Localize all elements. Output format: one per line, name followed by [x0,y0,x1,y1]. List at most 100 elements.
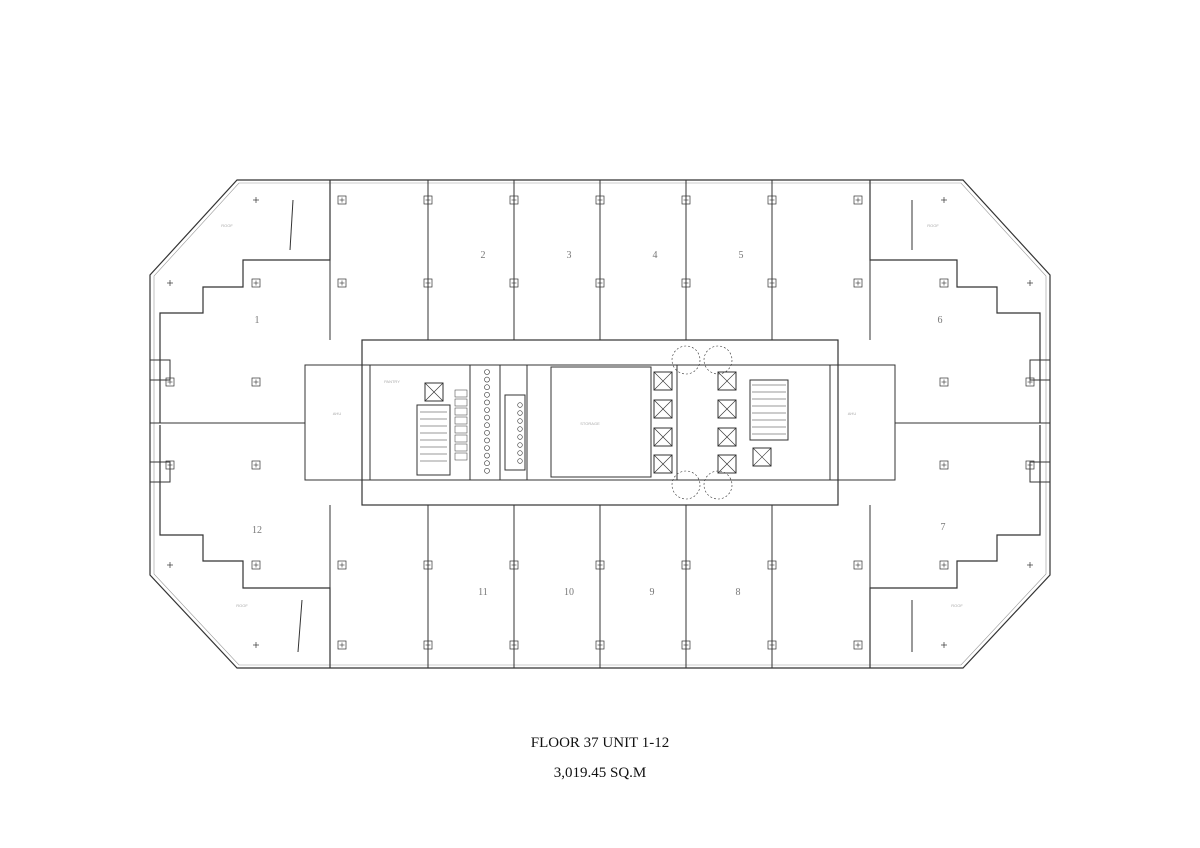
facade-fin-1 [149,461,171,483]
outer-wall-inner [153,182,1047,666]
toilet-fixture [517,410,523,416]
column-marker [509,195,519,205]
unit-label-12: 12 [252,525,262,536]
toilet-stall [454,443,468,452]
floor-area: 3,019.45 SQ.M [553,765,647,781]
room-label-roof-tl: ROOF [221,223,233,228]
toilet-fixture [484,460,490,467]
unit-label-8: 8 [736,587,741,598]
toilet-stall [454,452,468,461]
toilet-fixture [517,434,523,440]
lift-4-x [717,371,737,391]
ahu-room-left [304,364,371,481]
lift-9-x [752,447,772,467]
roof-line-tl [289,199,294,251]
unit-label-6: 6 [938,315,943,326]
lift-0 [653,371,673,391]
lift-8 [424,382,444,402]
lobby-door-2 [671,470,701,500]
toilet-fixture [484,369,490,375]
column-marker [337,560,347,570]
toilet-fixture [484,384,490,391]
unit-label-7: 7 [941,522,946,533]
unit-label-11: 11 [478,587,488,598]
lobby-door-0 [671,345,701,375]
toilet-fixture [484,414,490,421]
floor-title: FLOOR 37 UNIT 1-12 [530,735,670,751]
column-marker [337,640,347,650]
facade-fin-0 [149,359,171,381]
facade-step-2 [159,425,331,668]
lift-6-x [717,427,737,447]
column-marker [251,460,261,470]
unit-label-3: 3 [567,250,572,261]
toilet-stall [454,389,468,398]
lift-4 [717,371,737,391]
column-marker [251,278,261,288]
lift-6 [717,427,737,447]
unit-label-1: 1 [255,315,260,326]
room-label-ahu-left: AHU [333,411,342,416]
facade-step-3 [869,425,1041,668]
column-marker [939,377,949,387]
column-marker [853,640,863,650]
stair-left [416,404,451,476]
lobby-door-1 [703,345,733,375]
column-marker [681,195,691,205]
facade-step-1 [869,180,1041,423]
toilet-fixture [517,450,523,456]
column-marker [595,278,605,288]
lift-2-x [653,427,673,447]
unit-label-10: 10 [564,587,574,598]
toilet-fixture [484,452,490,459]
toilet-stall [454,407,468,416]
column-marker [939,278,949,288]
toilet-fixture [484,391,490,398]
toilet-fixture [484,429,490,436]
column-marker [681,560,691,570]
stair-right [749,379,789,441]
column-marker [423,560,433,570]
column-marker [509,278,519,288]
toilet-fixture [517,458,523,464]
storage-room [526,364,678,481]
room-label-pantry: PANTRY [384,379,400,384]
column-marker [767,195,777,205]
column-marker [251,377,261,387]
core-inner [369,364,831,481]
lobby-door-3 [703,470,733,500]
unit-label-2: 2 [481,250,486,261]
unit-label-9: 9 [650,587,655,598]
toilet-fixture [484,437,490,444]
toilet-stall [454,434,468,443]
washroom-left [469,364,501,481]
column-marker [853,278,863,288]
lift-7 [717,454,737,474]
toilet-fixture [484,376,490,383]
column-marker [939,560,949,570]
toilet-fixture [517,418,523,424]
facade-fin-3 [1029,461,1051,483]
toilet-fixture [484,422,490,429]
column-marker [767,560,777,570]
column-marker [509,640,519,650]
toilet-stall [454,416,468,425]
column-marker [337,278,347,288]
unit-label-4: 4 [653,250,658,261]
column-marker [939,460,949,470]
toilet-fixture [517,402,523,408]
column-marker [423,278,433,288]
unit-label-5: 5 [739,250,744,261]
toilet-fixture [517,442,523,448]
column-marker [251,560,261,570]
column-marker [767,640,777,650]
toilet-fixture [484,399,490,406]
washroom-stalls [504,394,526,471]
lift-2 [653,427,673,447]
column-marker [853,560,863,570]
core-outer [361,339,839,506]
lift-0-x [653,371,673,391]
column-marker [595,195,605,205]
toilet-fixture [484,467,490,474]
